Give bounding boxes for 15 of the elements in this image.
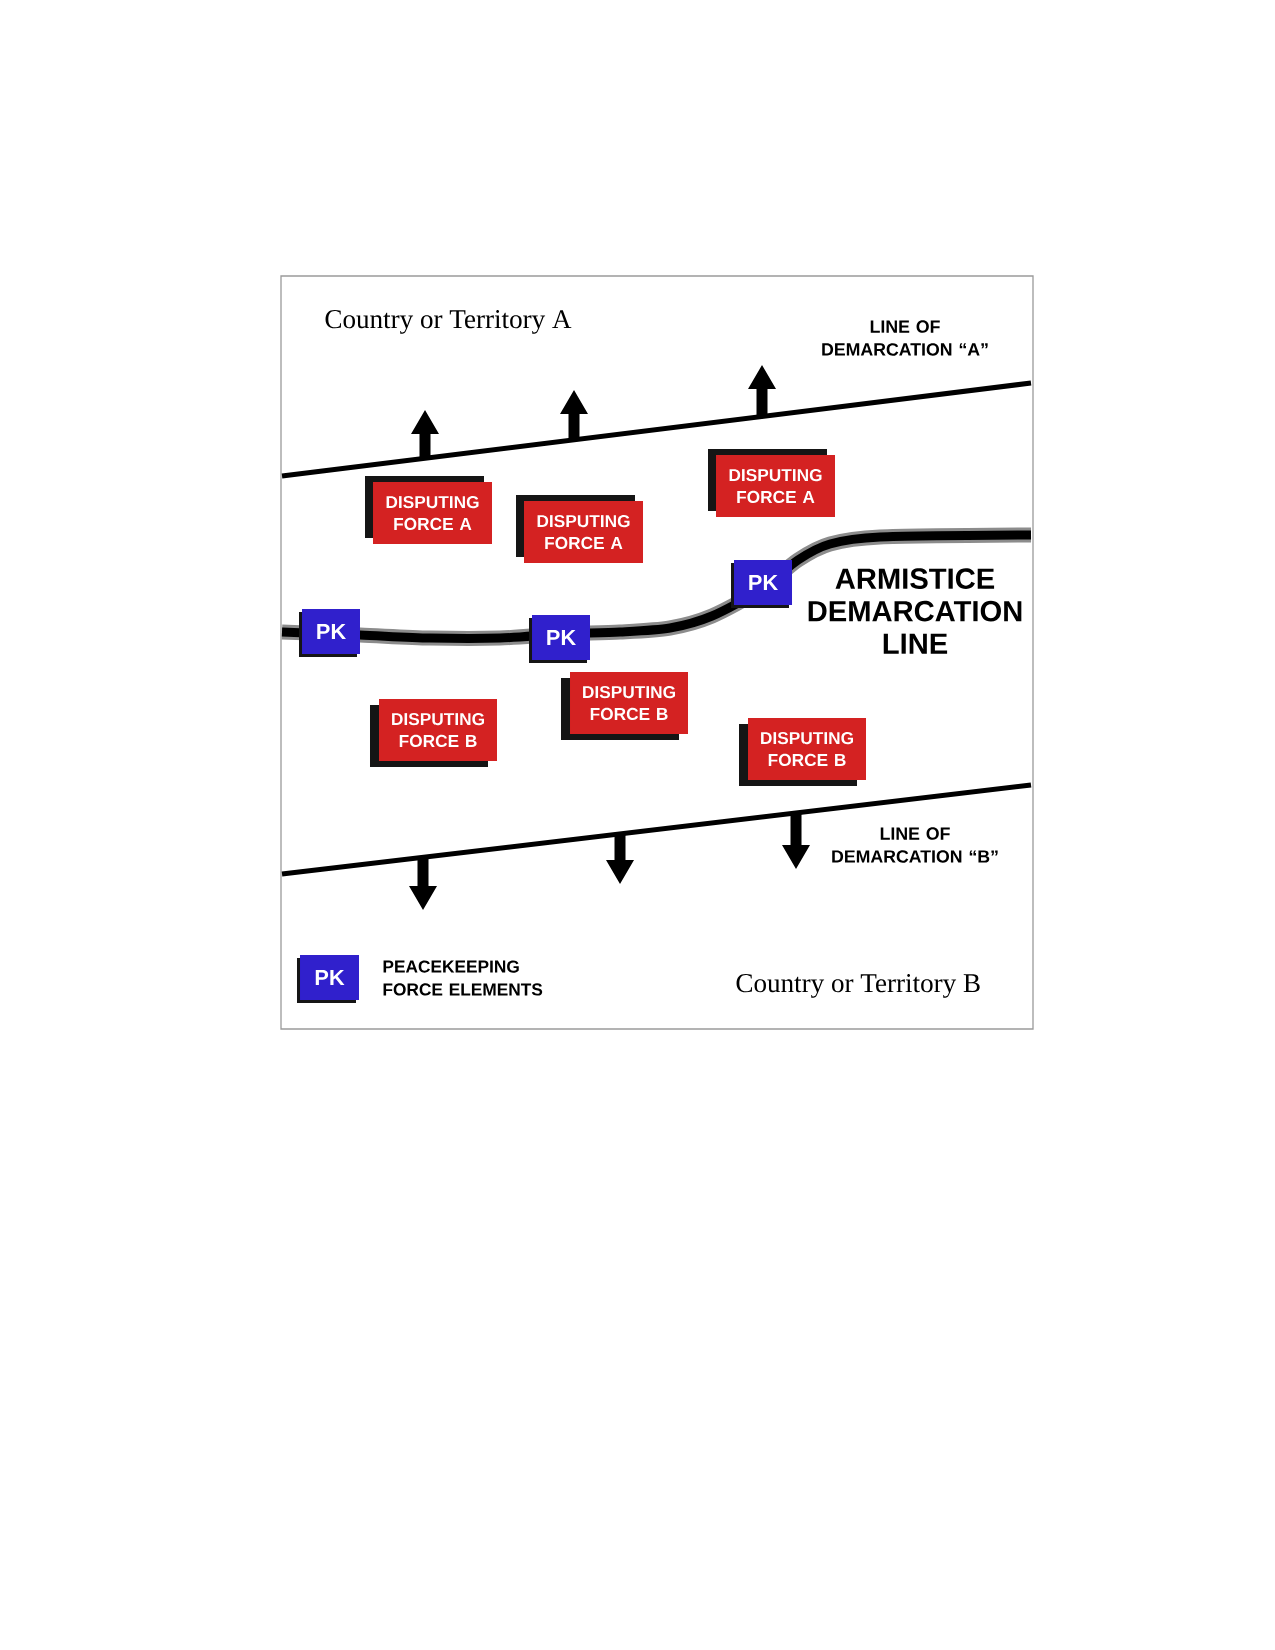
line-label: LINE OF DEMARCATION “B” xyxy=(832,827,998,863)
force-box: DISPUTING FORCE B xyxy=(739,718,866,786)
peacekeeping-box: PK xyxy=(731,560,792,608)
force-box: DISPUTING FORCE B xyxy=(370,699,497,767)
peacekeeping-box: PK xyxy=(529,615,590,663)
force-box: DISPUTING FORCE A xyxy=(708,449,835,517)
region-label: Country or Territory A xyxy=(325,310,572,334)
region-label: Country or Territory B xyxy=(736,974,980,998)
peacekeeping-box: PK xyxy=(299,609,360,657)
line-label: LINE OF DEMARCATION “A” xyxy=(822,320,988,356)
force-box: DISPUTING FORCE A xyxy=(365,476,492,544)
legend-label: PEACEKEEPING FORCE ELEMENTS xyxy=(383,960,543,996)
force-box: DISPUTING FORCE B xyxy=(561,672,688,740)
line-label: ARMISTICE DEMARCATION LINE xyxy=(808,568,1022,654)
force-box: DISPUTING FORCE A xyxy=(516,495,643,563)
